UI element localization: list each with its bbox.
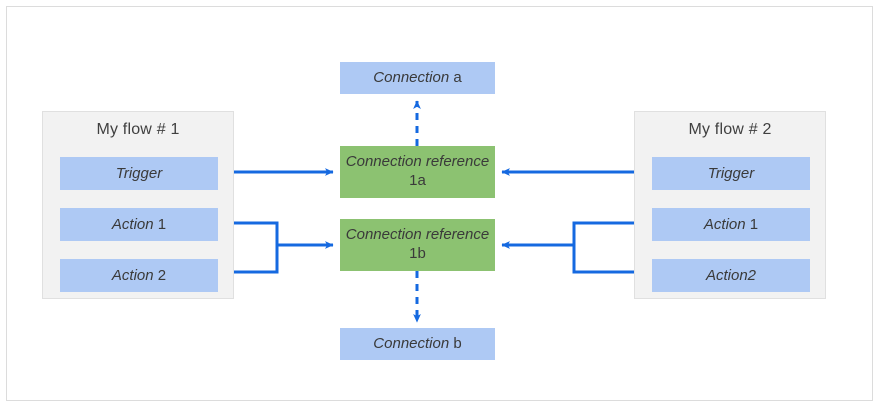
flow-1-step-1-regular: 1 — [153, 216, 167, 233]
flow-2-step-1-italic: Action — [703, 216, 746, 233]
flow-2-step-0-italic: Trigger — [707, 165, 755, 182]
flow-1-step-1-italic: Action — [111, 216, 154, 233]
flow-panel-my-flow-2[interactable]: My flow # 2 Trigger Action 1 Action2 — [634, 111, 826, 299]
flow-title-2: My flow # 2 — [688, 121, 772, 138]
connection-reference-1a-text: Connection reference 1a — [340, 153, 495, 191]
connection-reference-box-1b[interactable]: Connection reference 1b — [340, 219, 495, 271]
flow-2-step-action-1[interactable]: Action 1 — [652, 208, 810, 241]
connection-a-label-italic: Connection — [373, 69, 450, 86]
connection-a-label-regular: a — [449, 69, 462, 86]
flow-1-step-0-italic: Trigger — [115, 165, 163, 182]
flow-1-step-2-italic: Action — [111, 267, 154, 284]
ref-1b-label-regular: 1b — [409, 245, 426, 262]
flow-1-step-2-regular: 2 — [153, 267, 167, 284]
ref-1a-label-italic: Connection reference — [345, 153, 490, 171]
flow-2-step-action-2[interactable]: Action2 — [652, 259, 810, 292]
ref-1b-label-italic: Connection reference — [345, 226, 490, 244]
flow-title-1: My flow # 1 — [96, 121, 180, 138]
connection-b-label-regular: b — [449, 335, 462, 352]
connection-b-label-italic: Connection — [373, 335, 450, 352]
flow-2-step-1-regular: 1 — [745, 216, 759, 233]
flow-1-step-action-1[interactable]: Action 1 — [60, 208, 218, 241]
connection-box-a[interactable]: Connection a — [340, 62, 495, 94]
connection-box-b[interactable]: Connection b — [340, 328, 495, 360]
flow-1-step-action-2[interactable]: Action 2 — [60, 259, 218, 292]
flow-1-step-trigger[interactable]: Trigger — [60, 157, 218, 190]
flow-2-step-2-italic: Action2 — [705, 267, 757, 284]
flow-panel-my-flow-1[interactable]: My flow # 1 Trigger Action 1 Action 2 — [42, 111, 234, 299]
flow-2-step-trigger[interactable]: Trigger — [652, 157, 810, 190]
connection-reference-box-1a[interactable]: Connection reference 1a — [340, 146, 495, 198]
ref-1a-label-regular: 1a — [409, 172, 426, 189]
connection-reference-1b-text: Connection reference 1b — [340, 226, 495, 264]
